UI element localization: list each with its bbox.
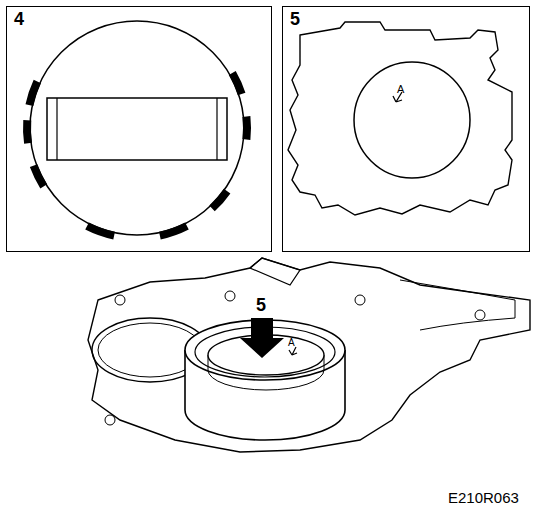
orientation-mark: A	[397, 84, 404, 95]
gasket-outline	[288, 22, 512, 215]
piston-outline	[30, 21, 244, 235]
head-gasket	[88, 258, 530, 452]
callout-number: 5	[256, 296, 266, 314]
figure-code: E210R063	[448, 490, 519, 505]
figure-panel: 4	[6, 6, 272, 252]
piston-top	[354, 62, 470, 178]
panel-number: 4	[12, 9, 26, 29]
callout-arrow	[240, 318, 284, 358]
piston-pin-view	[47, 98, 227, 160]
panel-number: 5	[288, 9, 302, 29]
figure-panel: 5	[282, 6, 530, 252]
ring-gap-marks	[27, 73, 247, 236]
orientation-mark: A	[288, 338, 295, 348]
